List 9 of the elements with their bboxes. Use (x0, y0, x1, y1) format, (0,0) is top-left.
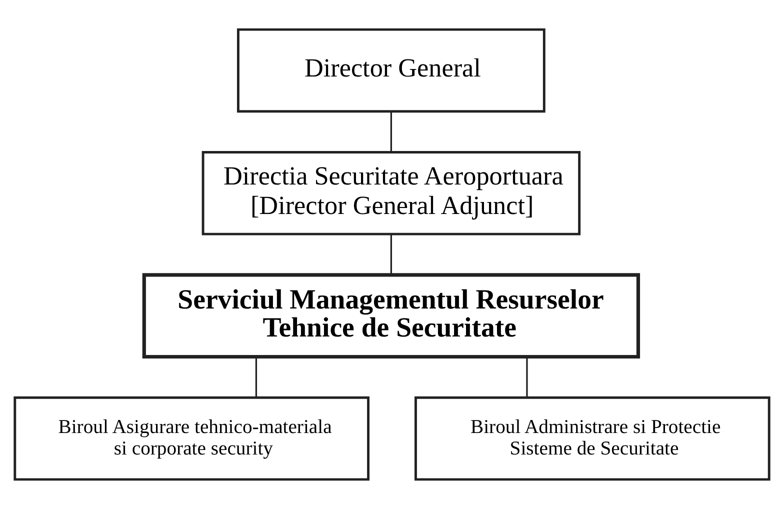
node-box: Biroul Asigurare tehnico-materiala si corporate security (14, 396, 370, 480)
connector (390, 111, 392, 152)
node-box: Biroul Administrare si Protectie Sisteme de Securitate (414, 396, 770, 480)
node-box: Director General (236, 28, 546, 112)
connector (390, 234, 392, 274)
connector (526, 356, 528, 397)
connector (255, 356, 258, 397)
node-box: Serviciul Managementul Resurselor Tehnice de Securitate (142, 272, 640, 358)
node-box: Directia Securitate Aeroportuara [Director General Adjunct] (202, 150, 581, 235)
